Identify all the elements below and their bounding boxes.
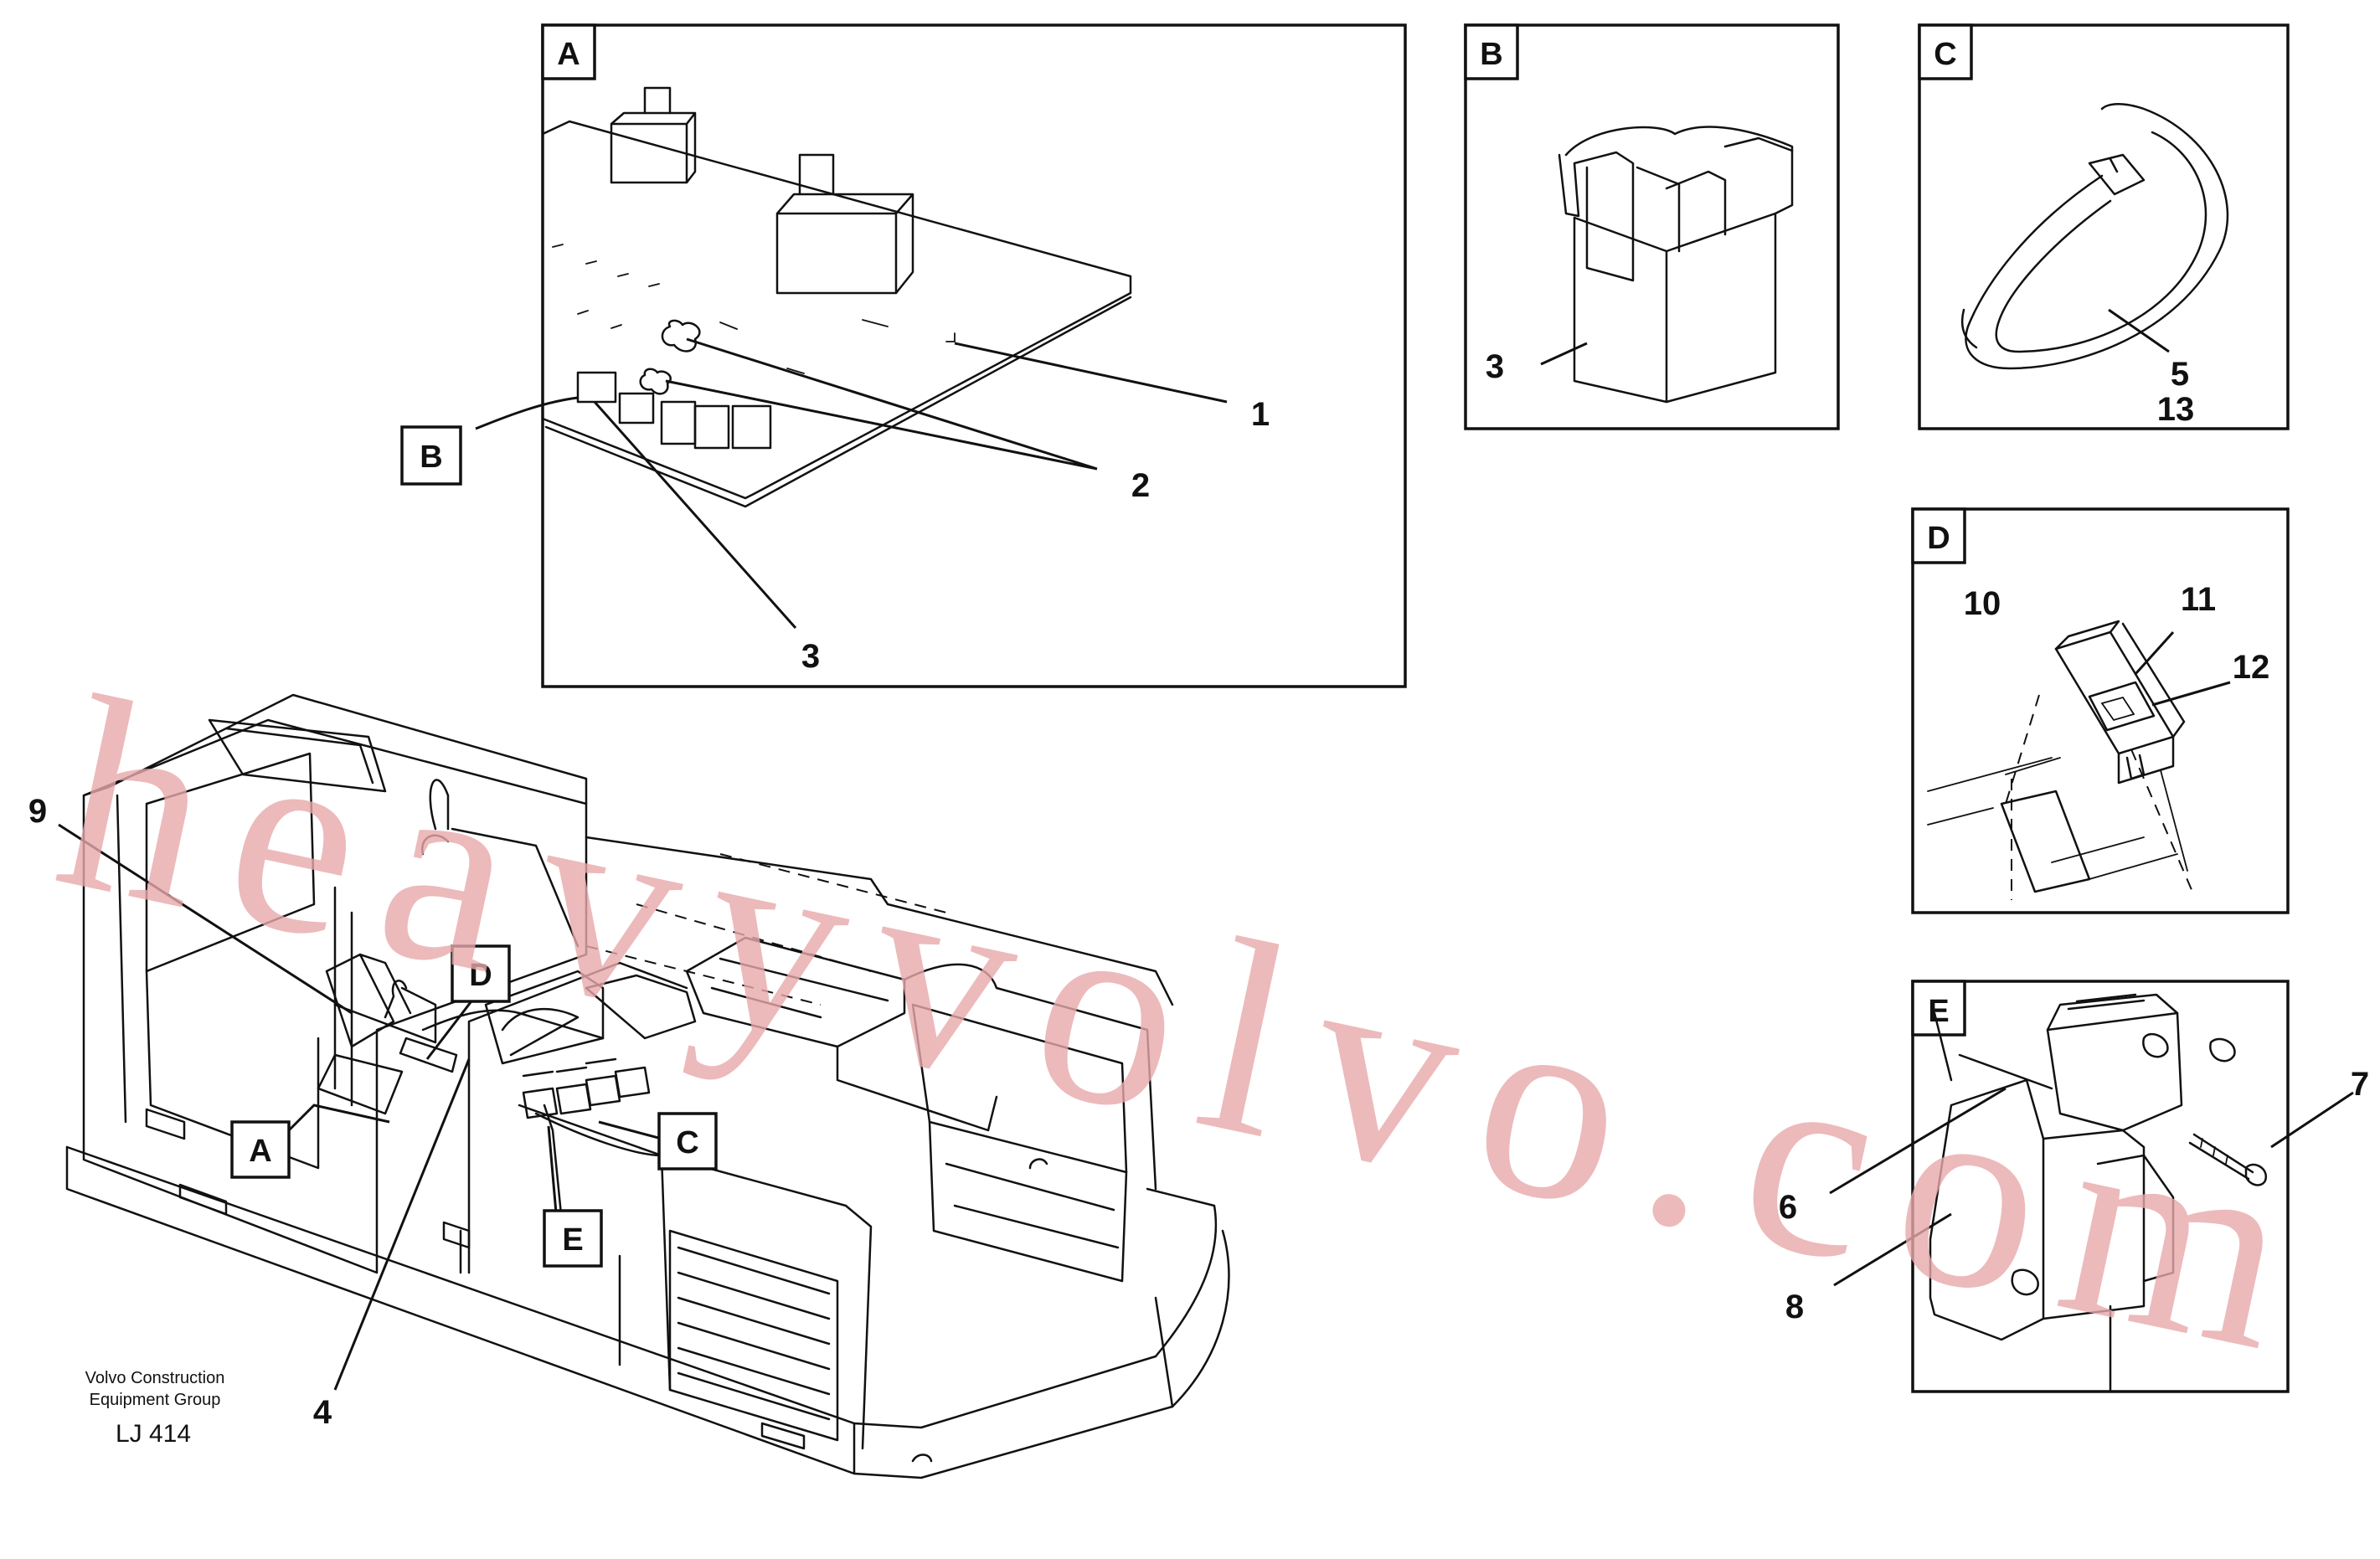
callout-a-text: A [249,1134,271,1169]
machine-overview [65,693,1230,1479]
callout-c-text: C [676,1125,698,1160]
label-12: 12 [2233,649,2270,686]
label-6: 6 [1779,1189,1797,1226]
label-3-relay: 3 [801,638,820,675]
label-2: 2 [1131,467,1150,504]
label-8: 8 [1785,1289,1804,1325]
machine-callouts: A D C E [58,823,718,1391]
footer-drawing-code: LJ 414 [116,1420,191,1448]
callout-b-text: B [420,440,442,475]
detail-frame-c: C [1918,23,2290,430]
label-11: 11 [2181,581,2216,618]
callout-d-text: D [469,958,492,993]
label-4: 4 [313,1394,332,1431]
label-3-socket: 3 [1486,348,1504,385]
detail-b-label: B [1480,37,1502,72]
detail-a-label: A [557,37,580,72]
callout-b-tag: B [400,396,579,486]
label-5: 5 [2171,356,2189,393]
detail-frame-e: E [1829,980,2354,1393]
detail-d-label: D [1927,521,1950,556]
detail-e-label: E [1928,994,1949,1029]
detail-frame-d: D [1911,507,2290,914]
label-9: 9 [28,793,47,830]
label-13: 13 [2157,391,2195,428]
detail-c-label: C [1934,37,1956,72]
label-7: 7 [2351,1066,2369,1103]
label-1: 1 [1251,396,1270,433]
callout-e-text: E [562,1222,583,1258]
label-10: 10 [1964,585,2001,622]
footer-company-line1: Volvo Construction [85,1369,225,1387]
detail-frame-b: B [1464,23,1840,430]
detail-frame-a: A [541,23,1407,688]
footer-company-line2: Equipment Group [90,1391,221,1409]
